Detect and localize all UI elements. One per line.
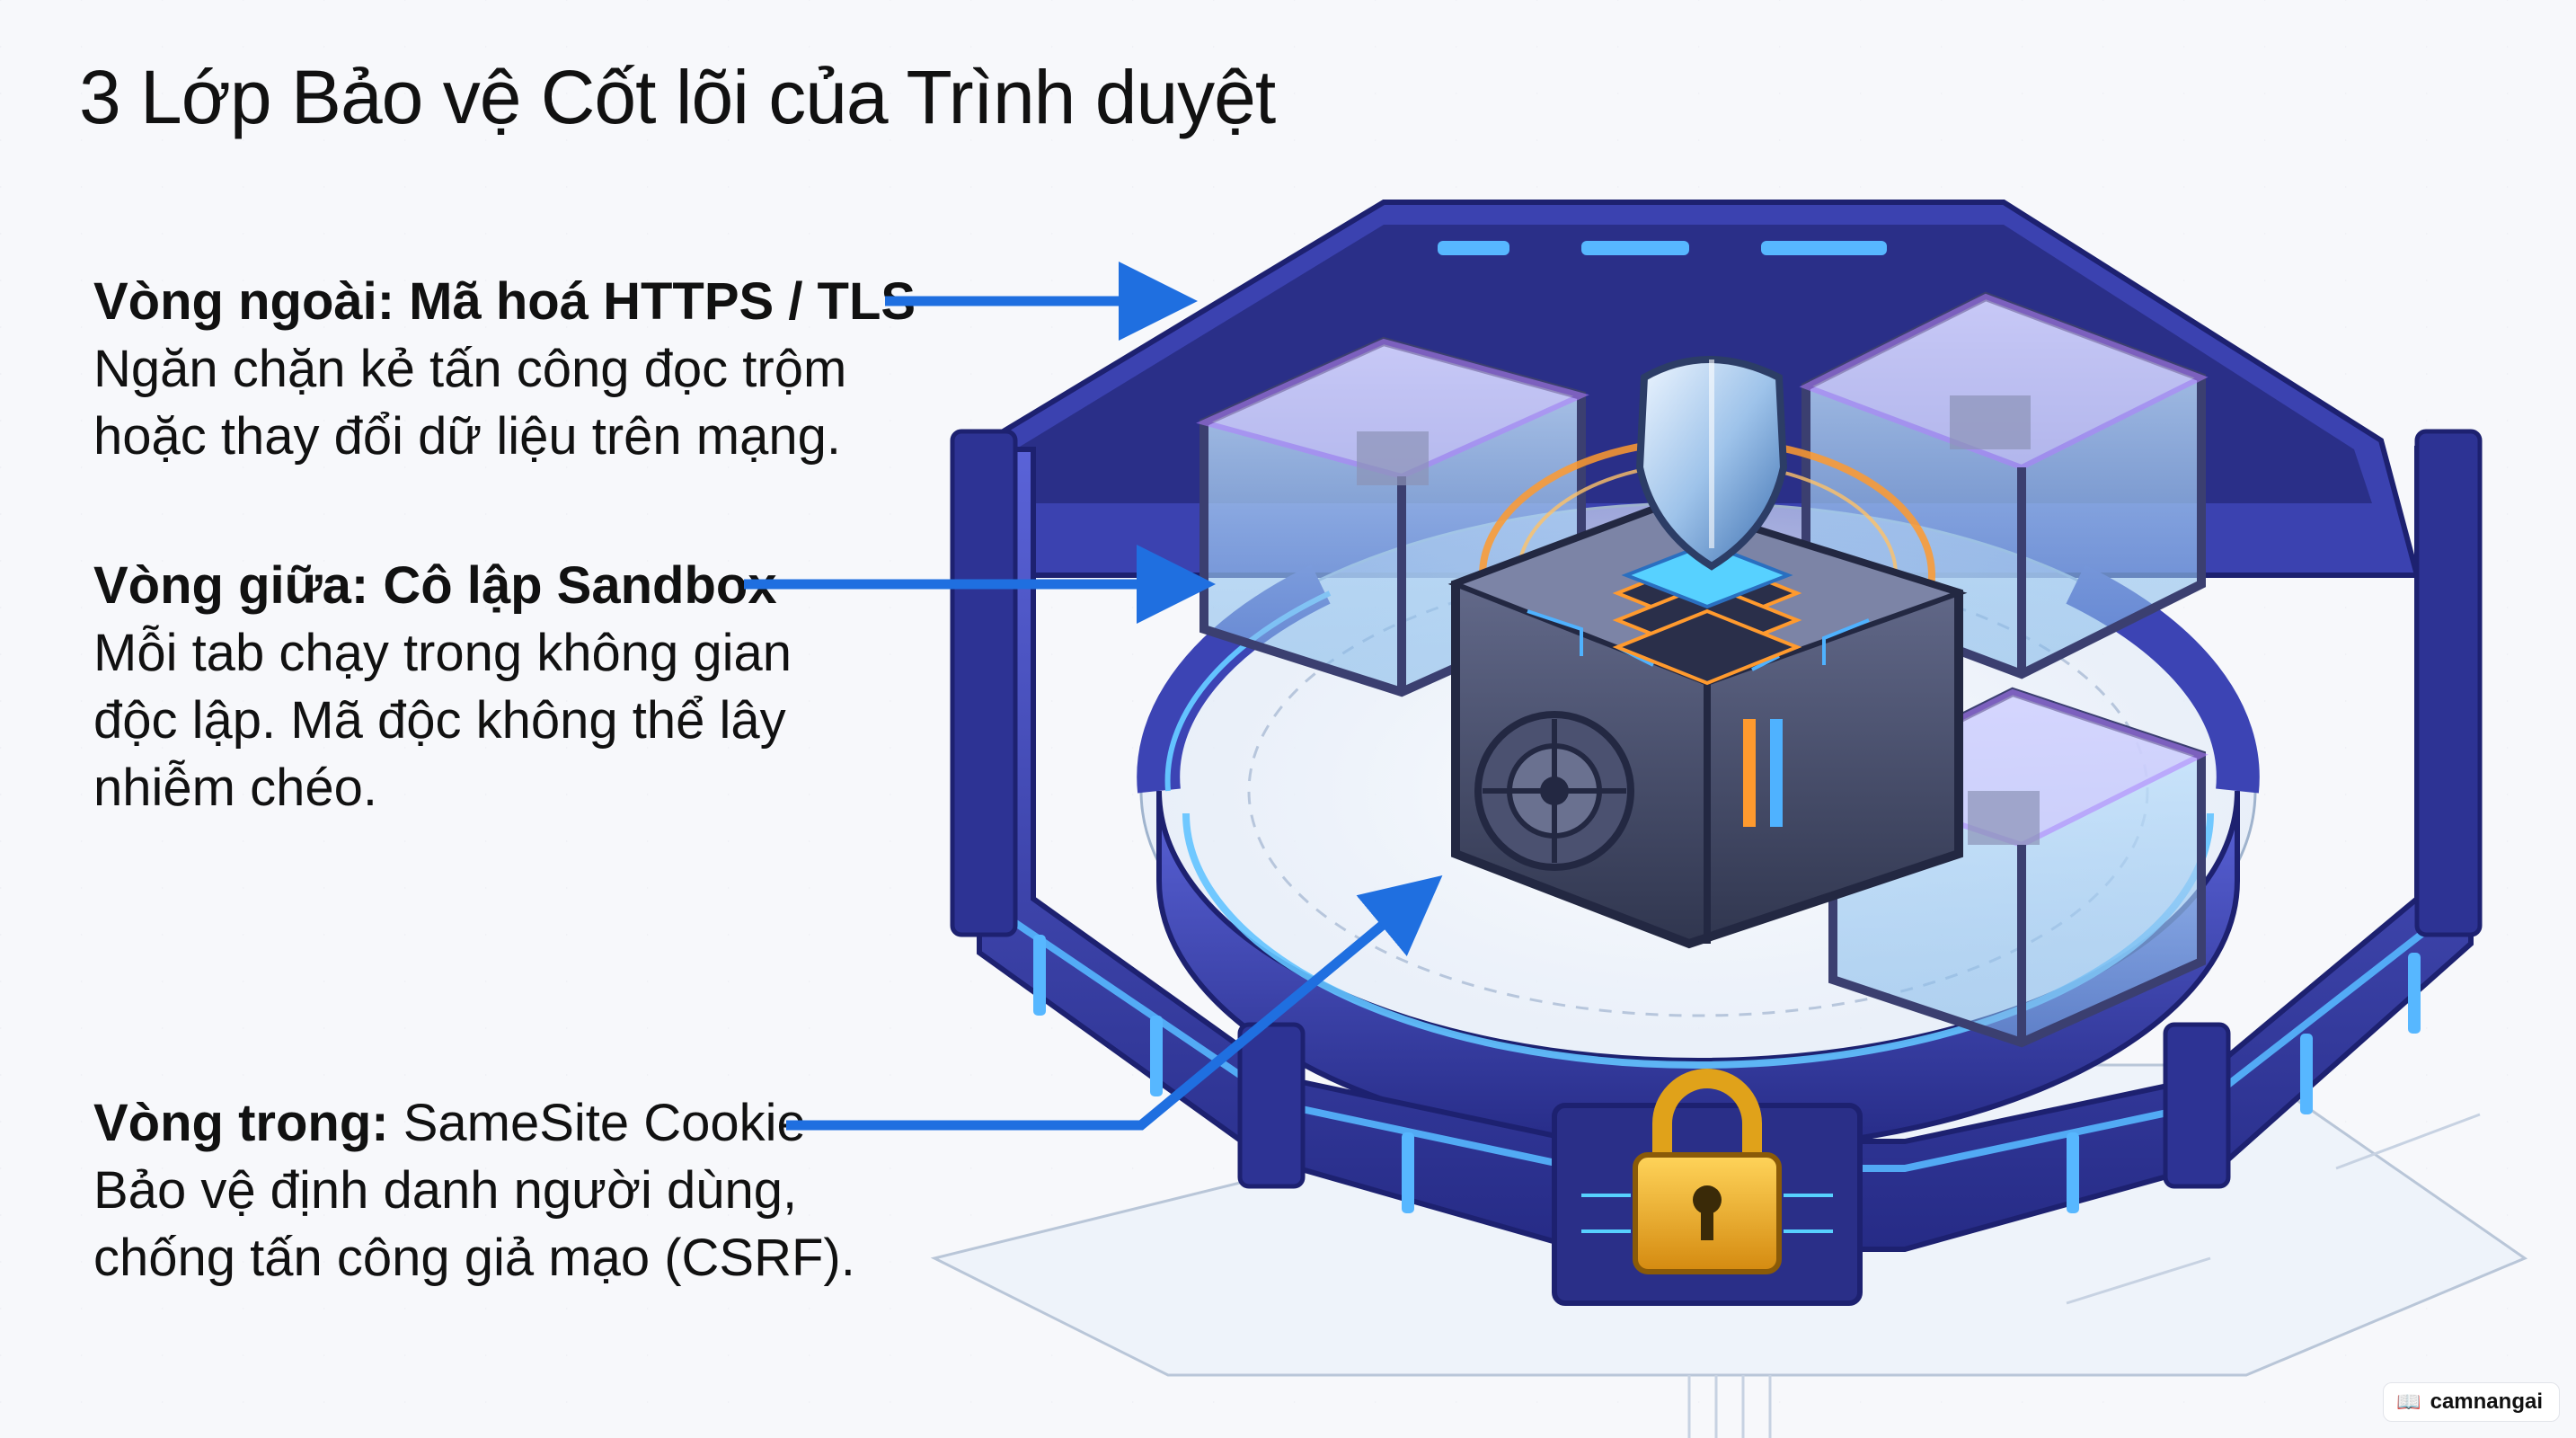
- layer-middle-desc-1: Mỗi tab chạy trong không gian: [93, 624, 792, 682]
- layer-outer-heading-bold: Vòng ngoài: Mã hoá HTTPS / TLS: [93, 272, 916, 331]
- vault-door-icon: [1474, 711, 1634, 871]
- layer-inner-heading-rest: SameSite Cookie: [388, 1094, 806, 1152]
- processor-stack-icon: [1612, 541, 1802, 686]
- watermark-badge: 📖 camnangai: [2383, 1382, 2560, 1422]
- layer-middle-heading-bold: Vòng giữa: Cô lập Sandbox: [93, 556, 777, 615]
- layer-middle-desc-2: độc lập. Mã độc không thể lây: [93, 691, 786, 750]
- layer-inner-heading: Vòng trong: SameSite Cookie: [93, 1089, 855, 1157]
- layer-outer-desc-1: Ngăn chặn kẻ tấn công đọc trộm: [93, 340, 847, 398]
- book-icon: 📖: [2396, 1390, 2421, 1413]
- layer-inner-heading-bold: Vòng trong:: [93, 1094, 389, 1152]
- watermark-text: camnangai: [2430, 1389, 2543, 1414]
- shield-icon: [1635, 356, 1788, 571]
- layer-inner-block: Vòng trong: SameSite Cookie Bảo vệ định …: [93, 1089, 855, 1292]
- layer-inner-desc-1: Bảo vệ định danh người dùng,: [93, 1161, 798, 1220]
- layer-outer-block: Vòng ngoài: Mã hoá HTTPS / TLS Ngăn chặn…: [93, 268, 916, 470]
- layer-outer-desc-2: hoặc thay đổi dữ liệu trên mạng.: [93, 407, 841, 466]
- layer-middle-desc-3: nhiễm chéo.: [93, 759, 377, 817]
- lock-icon: [1552, 1069, 1863, 1306]
- page-title: 3 Lớp Bảo vệ Cốt lõi của Trình duyệt: [79, 55, 1276, 139]
- layer-outer-heading: Vòng ngoài: Mã hoá HTTPS / TLS: [93, 268, 916, 335]
- layer-inner-desc-2: chống tấn công giả mạo (CSRF).: [93, 1229, 855, 1287]
- layer-middle-block: Vòng giữa: Cô lập Sandbox Mỗi tab chạy t…: [93, 552, 792, 821]
- layer-middle-heading: Vòng giữa: Cô lập Sandbox: [93, 552, 792, 619]
